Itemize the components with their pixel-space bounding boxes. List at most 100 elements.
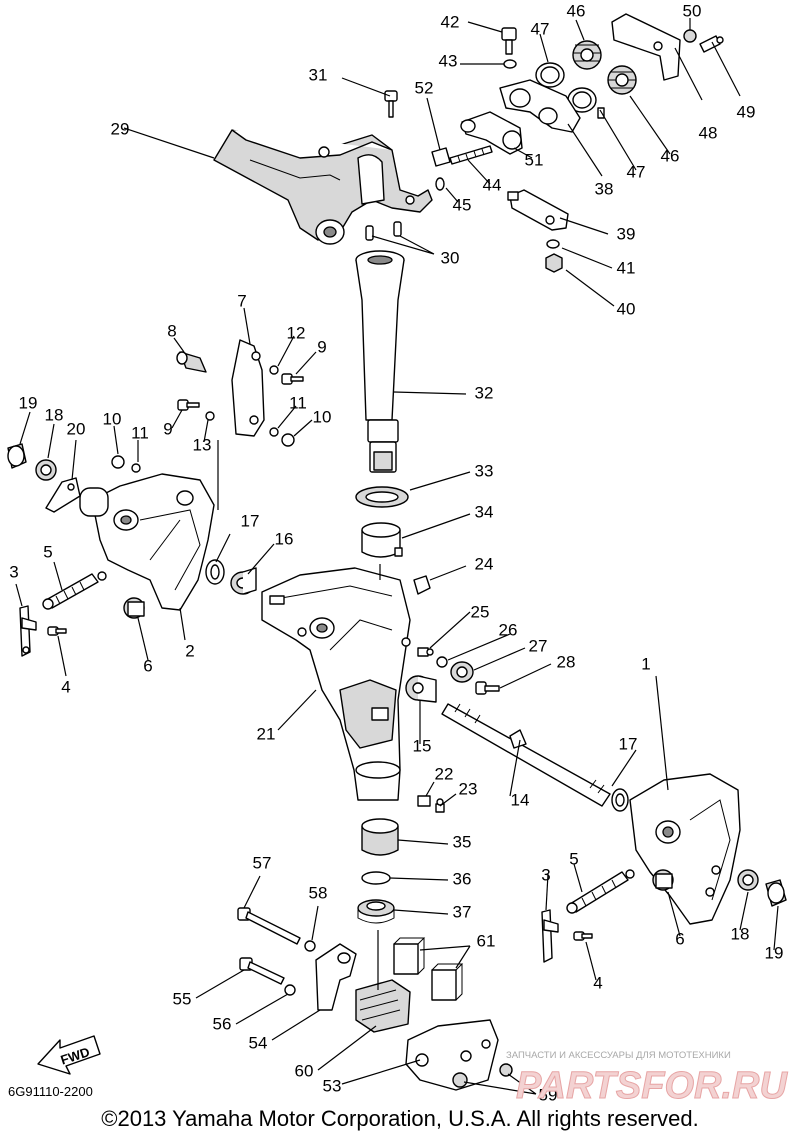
callout-18-left: 18 — [45, 405, 64, 424]
callout-5-right: 5 — [569, 849, 578, 868]
callout-24: 24 — [475, 554, 494, 573]
callout-23: 23 — [459, 779, 478, 798]
callout-26: 26 — [499, 620, 518, 639]
swivel-bracket-part-21 — [261, 567, 411, 801]
nipple-part-23 — [435, 798, 445, 813]
cap-part-19-left — [7, 443, 27, 469]
callout-47-right: 47 — [627, 162, 646, 181]
callout-19-right: 19 — [765, 943, 784, 962]
fwd-arrow-icon: FWD — [37, 1035, 101, 1075]
washer-part-13 — [205, 411, 215, 421]
callout-9-top: 9 — [317, 337, 326, 356]
nipple-part-22 — [417, 795, 431, 807]
callout-37: 37 — [453, 902, 472, 921]
spring-screw-part-5-right — [566, 869, 635, 914]
through-tube-part-14 — [441, 703, 611, 807]
callout-50: 50 — [683, 1, 702, 20]
callout-4-left: 4 — [61, 677, 70, 696]
callout-33: 33 — [475, 461, 494, 480]
watermark: ЗАПЧАСТИ И АКСЕССУАРЫ ДЛЯ МОТОТЕХНИКИ PA… — [506, 1050, 789, 1108]
bolt-part-28 — [475, 681, 500, 695]
bolt-part-44 — [449, 145, 493, 165]
plate-part-48 — [611, 13, 681, 81]
callout-6-left: 6 — [143, 656, 152, 675]
bolt-part-55 — [239, 957, 285, 985]
callout-11-left: 11 — [131, 423, 149, 442]
callout-52: 52 — [415, 78, 434, 97]
callout-57: 57 — [253, 853, 272, 872]
cable-holder-part-51 — [460, 111, 523, 155]
clamp-screw-part-6-right — [652, 869, 674, 891]
cap-part-8 — [176, 351, 207, 373]
callout-31: 31 — [309, 65, 328, 84]
callout-7: 7 — [237, 291, 246, 310]
callout-14: 14 — [511, 790, 530, 809]
bushing-part-35 — [361, 818, 399, 856]
washer-part-41 — [546, 239, 560, 249]
callout-47-top: 47 — [531, 19, 550, 38]
bushing-part-46-top — [572, 40, 602, 70]
leader-lines — [15, 18, 779, 1095]
callout-40: 40 — [617, 299, 636, 318]
callout-25: 25 — [471, 602, 490, 621]
bracket-part-38 — [499, 79, 581, 133]
callout-56: 56 — [213, 1014, 232, 1033]
callout-9-left: 9 — [163, 419, 172, 438]
callout-29: 29 — [111, 119, 130, 138]
callout-4-right: 4 — [593, 973, 602, 992]
callout-59: 59 — [539, 1085, 558, 1104]
clamp-bracket-part-2 — [79, 473, 215, 611]
screw-part-4-left — [47, 626, 67, 636]
bolt-part-57 — [237, 907, 301, 945]
washer-part-56 — [284, 984, 296, 996]
callout-12: 12 — [287, 323, 306, 342]
lever-part-3-left — [19, 605, 37, 657]
plate-part-39 — [507, 189, 569, 231]
callout-34: 34 — [475, 502, 494, 521]
seal-part-17-left — [205, 559, 225, 585]
steering-shaft-part-32 — [355, 250, 405, 473]
washer-part-45 — [435, 177, 445, 191]
callout-27: 27 — [529, 636, 548, 655]
callout-39: 39 — [617, 224, 636, 243]
washer-part-43 — [503, 59, 517, 69]
callout-36: 36 — [453, 869, 472, 888]
ring-part-47-top — [535, 62, 565, 88]
nut-part-50 — [683, 29, 697, 43]
callout-46-top: 46 — [567, 1, 586, 20]
watermark-line1: ЗАПЧАСТИ И АКСЕССУАРЫ ДЛЯ МОТОТЕХНИКИ — [506, 1050, 731, 1061]
callout-11-right: 11 — [289, 393, 307, 412]
callout-41: 41 — [617, 258, 636, 277]
callout-6-right: 6 — [675, 929, 684, 948]
callout-10-right: 10 — [313, 407, 332, 426]
callout-3-right: 3 — [541, 865, 550, 884]
bracket-plate-part-7 — [231, 339, 265, 437]
bolt-part-42 — [501, 27, 517, 55]
callout-28: 28 — [557, 652, 576, 671]
callout-13: 13 — [193, 435, 212, 454]
callout-46-right: 46 — [661, 146, 680, 165]
nut-part-10-left — [111, 455, 125, 469]
washer-part-58 — [304, 940, 316, 952]
callout-20: 20 — [67, 419, 86, 438]
callout-22: 22 — [435, 764, 454, 783]
callout-18-right: 18 — [731, 924, 750, 943]
watermark-line2: PARTSFOR.RU — [516, 1065, 788, 1107]
callout-17-left: 17 — [241, 511, 260, 530]
nut-part-18-right — [737, 869, 759, 891]
steering-bracket-part-29 — [213, 129, 433, 245]
bushing-part-27 — [450, 661, 474, 683]
callout-38: 38 — [595, 179, 614, 198]
dowel-pins-part-30 — [365, 221, 402, 241]
callout-17-right: 17 — [619, 734, 638, 753]
bolt-part-31 — [384, 90, 398, 118]
washer-part-11-right — [269, 427, 279, 437]
stopper-part-60 — [355, 979, 411, 1033]
callout-30: 30 — [441, 248, 460, 267]
callout-42: 42 — [441, 12, 460, 31]
clamp-screw-part-6-left — [123, 597, 145, 619]
callout-53: 53 — [323, 1076, 342, 1095]
washer-part-12 — [269, 365, 279, 375]
callout-60: 60 — [295, 1061, 314, 1080]
